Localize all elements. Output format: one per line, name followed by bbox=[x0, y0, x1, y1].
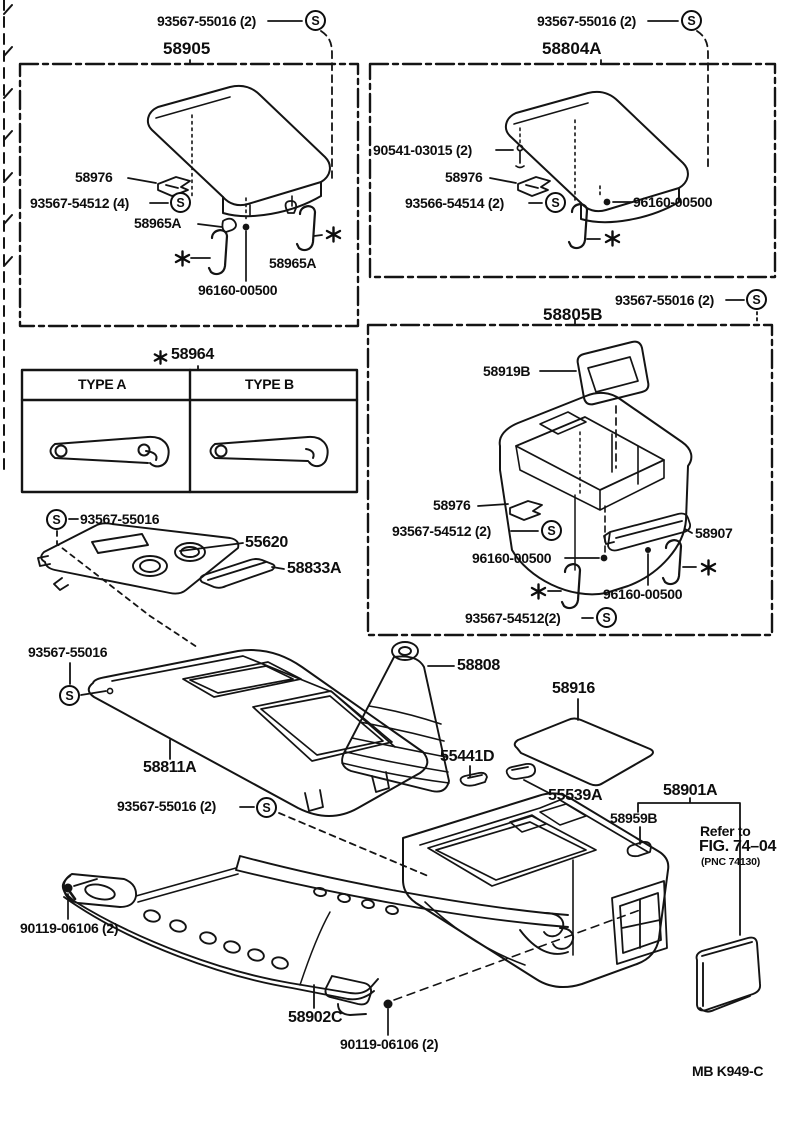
screw-symbol: S bbox=[59, 685, 80, 706]
part-label-93567-54512-4: 93567-54512 (4) bbox=[30, 195, 130, 211]
cover-55539A-art bbox=[505, 762, 537, 780]
note-refer-to-line1: Refer to bbox=[700, 823, 751, 839]
part-label-96160-00500-1: 96160-00500 bbox=[198, 282, 278, 298]
section-box-borders bbox=[18, 62, 777, 637]
note-refer-to-line2: FIG. 74–04 bbox=[699, 838, 777, 855]
table-header-type-b: TYPE B bbox=[245, 376, 294, 392]
clip-58959B-art bbox=[626, 840, 652, 858]
part-label-90119-06106-2-left: 90119-06106 (2) bbox=[20, 920, 119, 936]
armrest-lid-58804A-art bbox=[504, 90, 689, 250]
part-label-58965A-1: 58965A bbox=[134, 215, 182, 231]
part-label-93567-54512-2: 93567-54512 (2) bbox=[392, 523, 492, 539]
trim-strip-58833A-art bbox=[199, 558, 276, 589]
note-refer-to-line3: (PNC 74130) bbox=[701, 856, 761, 868]
screw-symbol: S bbox=[545, 192, 566, 213]
part-label-58916: 58916 bbox=[552, 680, 595, 697]
drawing-code: MB K949-C bbox=[692, 1063, 764, 1079]
mounting-bracket-58902C-art bbox=[61, 855, 575, 1016]
table-header-type-a: TYPE A bbox=[78, 376, 127, 392]
part-label-58965A-2: 58965A bbox=[269, 255, 317, 271]
hook-type-a-drawing bbox=[49, 435, 170, 468]
console-rear-box-58805B-art bbox=[498, 340, 693, 610]
part-label-93567-55016-tray: 93567-55016 bbox=[80, 511, 160, 527]
box-58905-border bbox=[18, 62, 360, 328]
part-label-55539A: 55539A bbox=[548, 787, 603, 804]
bolt-90119-right-art bbox=[383, 909, 641, 1036]
part-label-58808: 58808 bbox=[457, 657, 500, 674]
console-mat-58916-art bbox=[513, 717, 654, 787]
bolt-90119-left-art bbox=[63, 878, 98, 920]
box-title-58804A: 58804A bbox=[542, 39, 602, 58]
part-label-96160-00500-2: 96160-00500 bbox=[633, 194, 713, 210]
box-58804A-border bbox=[368, 62, 777, 279]
table-title-58964: 58964 bbox=[171, 346, 214, 363]
part-label-96160-00500-4: 96160-00500 bbox=[603, 586, 683, 602]
screw-symbol: S bbox=[305, 10, 326, 31]
type-table-58964-art bbox=[20, 368, 359, 494]
console-rear-58901A-art bbox=[402, 792, 670, 989]
part-label-58959B: 58959B bbox=[610, 810, 658, 826]
armrest-lid-58905-art bbox=[146, 84, 331, 282]
part-label-90541-03015-2: 90541-03015 (2) bbox=[373, 142, 473, 158]
leader-lines bbox=[56, 20, 758, 1009]
part-label-55441D: 55441D bbox=[440, 748, 495, 765]
screw-symbol: S bbox=[46, 509, 67, 530]
part-label-58919B: 58919B bbox=[483, 363, 531, 379]
screw-symbol: S bbox=[681, 10, 702, 31]
asterisk-ref-icon bbox=[153, 350, 170, 367]
part-label-93567-55016-2-box58905: 93567-55016 (2) bbox=[157, 13, 257, 29]
screw-symbol: S bbox=[256, 797, 277, 818]
cupholder-tray-55620-art bbox=[37, 522, 240, 595]
part-label-58902C: 58902C bbox=[288, 1009, 343, 1026]
hook-type-b-drawing bbox=[209, 435, 329, 468]
part-label-90119-06106-2-right: 90119-06106 (2) bbox=[340, 1036, 439, 1052]
part-label-58901A: 58901A bbox=[663, 782, 718, 799]
part-label-93567-55016-2-rear: 93567-55016 (2) bbox=[117, 798, 217, 814]
part-label-58907: 58907 bbox=[695, 525, 733, 541]
part-label-93566-54514-2: 93566-54514 (2) bbox=[405, 195, 505, 211]
part-label-58833A: 58833A bbox=[287, 560, 342, 577]
part-label-58811A: 58811A bbox=[143, 759, 197, 776]
screw-symbol: S bbox=[541, 520, 562, 541]
asterisk-ref-icon bbox=[700, 559, 717, 576]
box-title-58805B: 58805B bbox=[543, 305, 603, 324]
asterisk-ref-icon bbox=[530, 583, 547, 600]
part-label-58976-3: 58976 bbox=[433, 497, 471, 513]
part-label-58976-1: 58976 bbox=[75, 169, 113, 185]
box-title-58905: 58905 bbox=[163, 39, 211, 58]
asterisk-ref-icon bbox=[325, 226, 342, 243]
part-label-93567-55016-2-box58804A: 93567-55016 (2) bbox=[537, 13, 637, 29]
screw-symbol: S bbox=[596, 607, 617, 628]
shift-boot-58808-art bbox=[341, 641, 450, 793]
part-label-93567-55016-2-box58805B: 93567-55016 (2) bbox=[615, 292, 715, 308]
part-label-58976-2: 58976 bbox=[445, 169, 483, 185]
part-label-55620: 55620 bbox=[245, 534, 288, 551]
part-label-96160-00500-3: 96160-00500 bbox=[472, 550, 552, 566]
asterisk-ref-icon bbox=[604, 230, 621, 247]
screw-symbol: S bbox=[170, 192, 191, 213]
rear-door-74130-art bbox=[695, 936, 762, 1013]
clip-55441D-art bbox=[459, 771, 488, 787]
page-edge-marks bbox=[3, 0, 13, 471]
screw-symbol: S bbox=[746, 289, 767, 310]
asterisk-ref-icon bbox=[174, 250, 191, 267]
part-label-93567-54512-2b: 93567-54512(2) bbox=[465, 610, 561, 626]
box-58805B-border bbox=[366, 323, 774, 637]
console-front-58811A-art bbox=[87, 649, 429, 817]
part-label-93567-55016-console: 93567-55016 bbox=[28, 644, 108, 660]
